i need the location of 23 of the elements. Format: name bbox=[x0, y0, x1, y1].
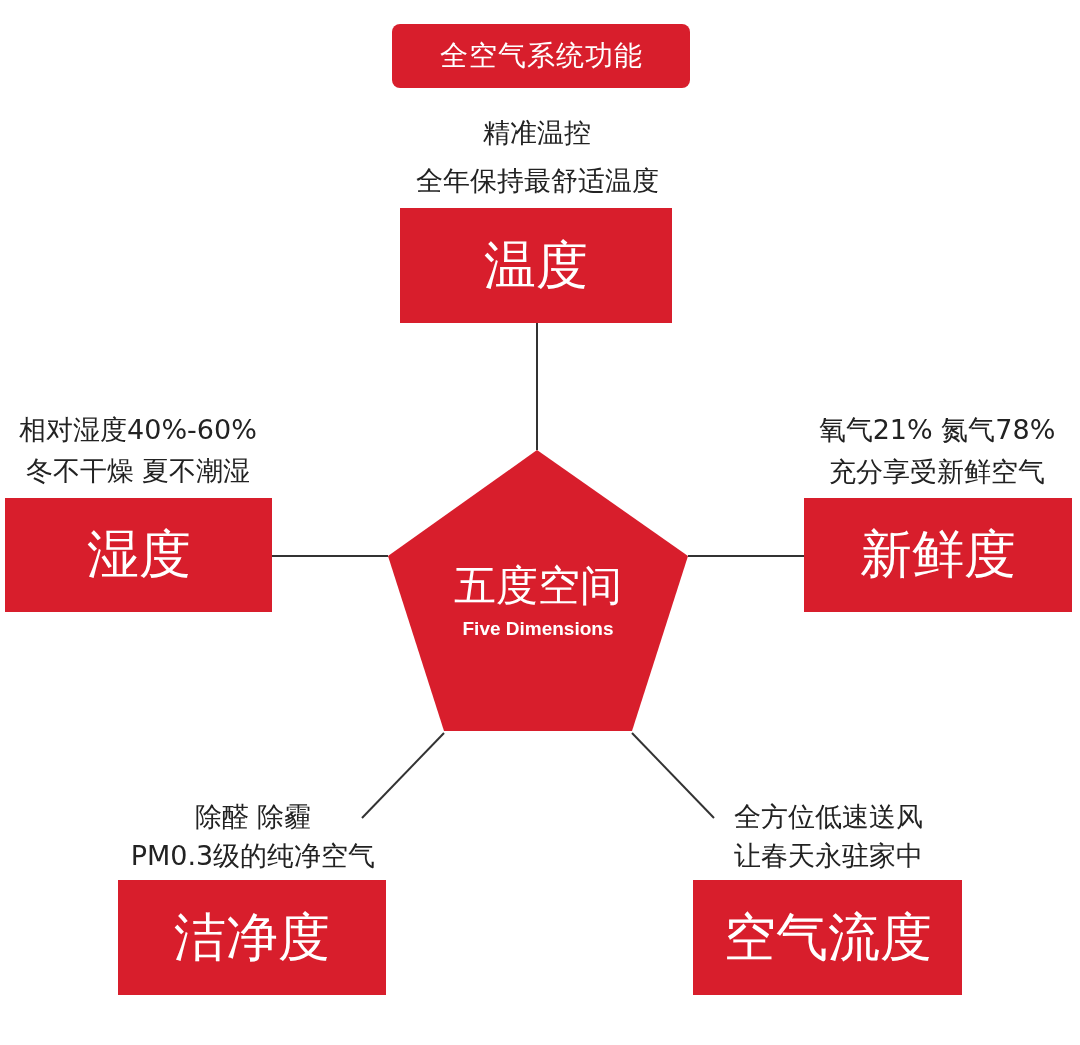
description-text: 精准温控 bbox=[483, 116, 591, 150]
connector-line bbox=[536, 322, 538, 451]
category-box: 空气流度 bbox=[693, 880, 962, 995]
description-text: PM0.3级的纯净空气 bbox=[130, 839, 376, 873]
description-text: 全年保持最舒适温度 bbox=[415, 164, 659, 198]
description-text: 冬不干燥 夏不潮湿 bbox=[25, 454, 251, 488]
connector-line bbox=[631, 732, 715, 819]
pentagon-subtitle: Five Dimensions bbox=[462, 618, 614, 640]
description-text: 全方位低速送风 bbox=[733, 800, 923, 834]
title-banner: 全空气系统功能 bbox=[392, 24, 690, 88]
description-text: 让春天永驻家中 bbox=[733, 839, 923, 873]
category-box: 新鲜度 bbox=[804, 498, 1072, 612]
description-text: 除醛 除霾 bbox=[194, 800, 312, 834]
connector-line bbox=[687, 555, 805, 557]
category-box: 洁净度 bbox=[118, 880, 386, 995]
description-text: 相对湿度40%-60% bbox=[19, 413, 257, 447]
connector-line bbox=[361, 732, 445, 819]
category-box: 温度 bbox=[400, 208, 672, 323]
category-box: 湿度 bbox=[5, 498, 272, 612]
pentagon-heading: 五度空间 bbox=[454, 560, 622, 612]
connector-line bbox=[271, 555, 389, 557]
description-text: 充分享受新鲜空气 bbox=[829, 455, 1045, 489]
description-text: 氧气21% 氮气78% bbox=[818, 413, 1056, 447]
